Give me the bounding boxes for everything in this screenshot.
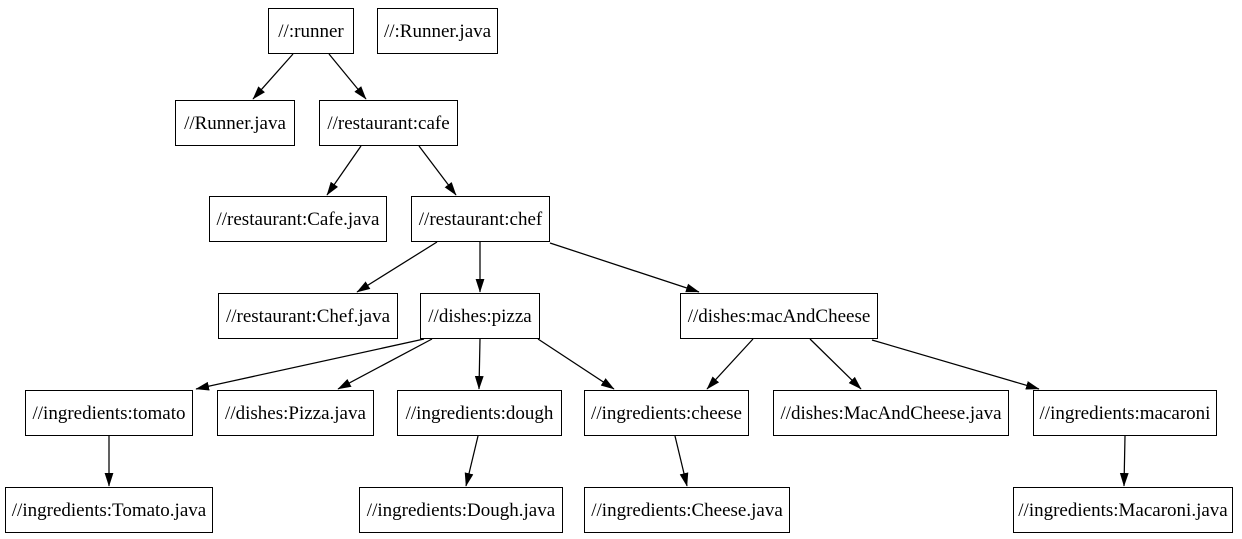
edge-mac-and-cheese-to-mac-file bbox=[809, 338, 862, 390]
edge-pizza-to-cheese bbox=[537, 338, 615, 390]
graph-node-pizza: //dishes:pizza bbox=[420, 293, 540, 339]
graph-node-tomato-file: //ingredients:Tomato.java bbox=[5, 487, 213, 533]
edge-pizza-to-tomato bbox=[195, 338, 425, 391]
edge-mac-and-cheese-to-macaroni bbox=[871, 339, 1040, 390]
graph-node-chef: //restaurant:chef bbox=[411, 196, 550, 242]
graph-node-runner-src: //:Runner.java bbox=[377, 8, 498, 54]
graph-node-mac-file: //dishes:MacAndCheese.java bbox=[773, 390, 1009, 436]
graph-node-cheese-file: //ingredients:Cheese.java bbox=[584, 487, 790, 533]
graph-node-cheese: //ingredients:cheese bbox=[584, 390, 749, 436]
graph-node-runner-file: //Runner.java bbox=[175, 100, 295, 146]
edge-pizza-to-pizza-file bbox=[337, 338, 433, 390]
edge-cheese-to-cheese-file bbox=[674, 435, 689, 487]
graph-node-tomato: //ingredients:tomato bbox=[25, 390, 193, 436]
edge-mac-and-cheese-to-cheese bbox=[706, 338, 754, 390]
graph-node-runner: //:runner bbox=[268, 8, 354, 54]
graph-node-pizza-file: //dishes:Pizza.java bbox=[217, 390, 374, 436]
graph-node-dough-file: //ingredients:Dough.java bbox=[359, 487, 563, 533]
graph-node-macaroni-file: //ingredients:Macaroni.java bbox=[1013, 487, 1233, 533]
edge-chef-to-mac-and-cheese bbox=[549, 242, 700, 293]
edge-dough-to-dough-file bbox=[464, 435, 479, 487]
edge-chef-to-chef-file bbox=[356, 241, 438, 293]
edge-cafe-to-cafe-file bbox=[326, 145, 362, 196]
graph-node-cafe-file: //restaurant:Cafe.java bbox=[209, 196, 387, 242]
graph-node-cafe: //restaurant:cafe bbox=[319, 100, 458, 146]
graph-node-dough: //ingredients:dough bbox=[397, 390, 562, 436]
edge-pizza-to-dough bbox=[474, 338, 484, 390]
edge-macaroni-to-macaroni-file bbox=[1119, 435, 1129, 487]
edge-runner-to-runner-file bbox=[252, 53, 294, 100]
edge-cafe-to-chef bbox=[418, 145, 457, 196]
edge-runner-to-cafe bbox=[328, 53, 367, 100]
graph-node-macaroni: //ingredients:macaroni bbox=[1033, 390, 1217, 436]
graph-node-chef-file: //restaurant:Chef.java bbox=[218, 293, 398, 339]
graph-node-mac-and-cheese: //dishes:macAndCheese bbox=[680, 293, 878, 339]
